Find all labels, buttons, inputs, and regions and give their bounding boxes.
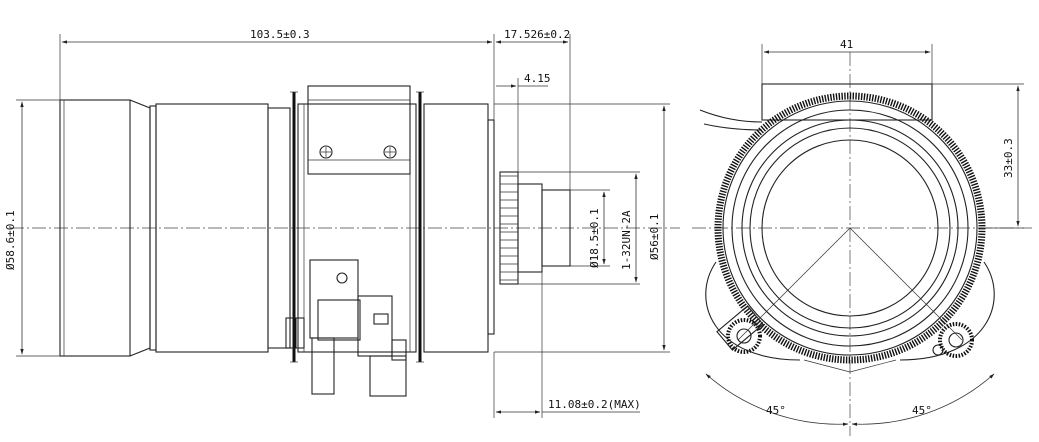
angle-right-label: 45° bbox=[912, 404, 932, 417]
cable bbox=[699, 109, 763, 123]
angle-arc-left bbox=[705, 373, 849, 426]
thread-depth-label: 4.15 bbox=[524, 72, 551, 85]
overall-length-label: 103.5±0.3 bbox=[250, 28, 310, 41]
top-clamp bbox=[307, 85, 411, 175]
lens-aperture bbox=[761, 139, 939, 317]
dim-back-focus: 11.08±0.2(MAX) bbox=[493, 272, 641, 418]
small-gear-left bbox=[716, 305, 764, 354]
angle-arc-right bbox=[851, 373, 995, 426]
height-offset-label: 33±0.3 bbox=[1002, 138, 1015, 178]
flange-back-label: 17.526±0.2 bbox=[504, 28, 570, 41]
zoom-gear-ring bbox=[416, 91, 424, 363]
front-view: 45° 45° 41 33±0.3 bbox=[692, 38, 1032, 436]
mount-thread bbox=[499, 171, 571, 285]
dim-flange-back: 17.526±0.2 bbox=[495, 28, 571, 190]
dim-height-offset: 33±0.3 bbox=[932, 83, 1024, 229]
bottom-guard bbox=[705, 261, 995, 361]
mount-thread-label: 1-32UN-2A bbox=[620, 210, 633, 270]
focus-gear-ring bbox=[267, 91, 298, 363]
rear-body bbox=[423, 103, 495, 353]
angle-left-label: 45° bbox=[766, 404, 786, 417]
front-diameter-label: Ø58.6±0.1 bbox=[4, 210, 17, 270]
rear-diameter-label: Ø18.5±0.1 bbox=[588, 208, 601, 268]
dim-mount-thread: 1-32UN-2A bbox=[518, 171, 640, 285]
body-diameter-label: Ø56±0.1 bbox=[648, 214, 661, 260]
back-focus-label: 11.08±0.2(MAX) bbox=[548, 398, 641, 411]
screw-icon bbox=[383, 145, 397, 159]
dim-body-diameter: Ø56±0.1 bbox=[494, 103, 670, 353]
width-label: 41 bbox=[840, 38, 853, 51]
iris-motor-bracket bbox=[285, 259, 407, 397]
dim-thread-depth: 4.15 bbox=[496, 72, 551, 172]
screw-icon bbox=[336, 272, 348, 284]
side-view: 103.5±0.3 17.526±0.2 4.15 Ø58.6±0.1 bbox=[4, 28, 680, 418]
dim-width: 41 bbox=[761, 38, 933, 84]
dim-front-diameter: Ø58.6±0.1 bbox=[4, 99, 60, 357]
small-gear-right bbox=[932, 322, 974, 358]
screw-icon bbox=[319, 145, 333, 159]
dim-rear-diameter: Ø18.5±0.1 bbox=[570, 189, 610, 268]
dim-overall-length: 103.5±0.3 bbox=[59, 28, 495, 120]
